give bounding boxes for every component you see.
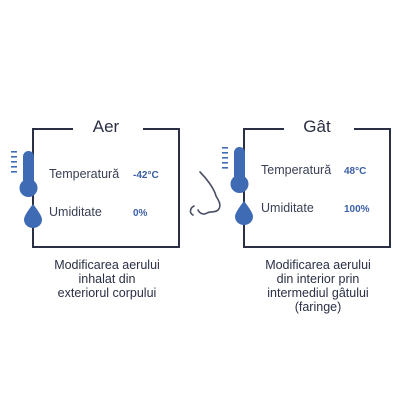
nose-icon xyxy=(189,171,221,216)
caption-line: exteriorul corpului xyxy=(57,286,157,300)
temperature-label: Temperatură xyxy=(261,163,332,177)
temperature-label: Temperatură xyxy=(49,167,120,181)
caption-line: (faringe) xyxy=(294,300,342,314)
temperature-value: -42°C xyxy=(133,170,159,181)
humidity-value: 0% xyxy=(133,208,148,219)
caption-line: Modificarea aerului xyxy=(265,258,371,272)
caption-line: Modificarea aerului xyxy=(54,258,160,272)
panel-frame xyxy=(243,128,391,248)
caption-line: intermediul gâtului xyxy=(267,286,369,300)
caption-air: Modificarea aerului inhalat din exterior… xyxy=(27,258,187,300)
humidity-value: 100% xyxy=(344,204,370,215)
caption-line: inhalat din xyxy=(78,272,136,286)
panel-frame xyxy=(32,128,180,248)
humidity-label: Umiditate xyxy=(261,201,314,215)
humidity-label: Umiditate xyxy=(49,205,102,219)
caption-line: din interior prin xyxy=(276,272,360,286)
panel-throat: Gât Temperatură 48°C Umiditate 100% xyxy=(222,117,391,248)
panel-air: Aer Temperatură -42°C Umiditate 0% xyxy=(11,117,180,248)
water-drop-icon xyxy=(24,204,42,228)
caption-throat: Modificarea aerului din interior prin in… xyxy=(238,258,398,314)
temperature-value: 48°C xyxy=(344,166,367,177)
thermometer-icon xyxy=(222,147,249,193)
thermometer-icon xyxy=(11,151,38,197)
panel-title: Aer xyxy=(92,117,120,136)
panel-title: Gât xyxy=(303,117,331,136)
water-drop-icon xyxy=(235,201,253,225)
